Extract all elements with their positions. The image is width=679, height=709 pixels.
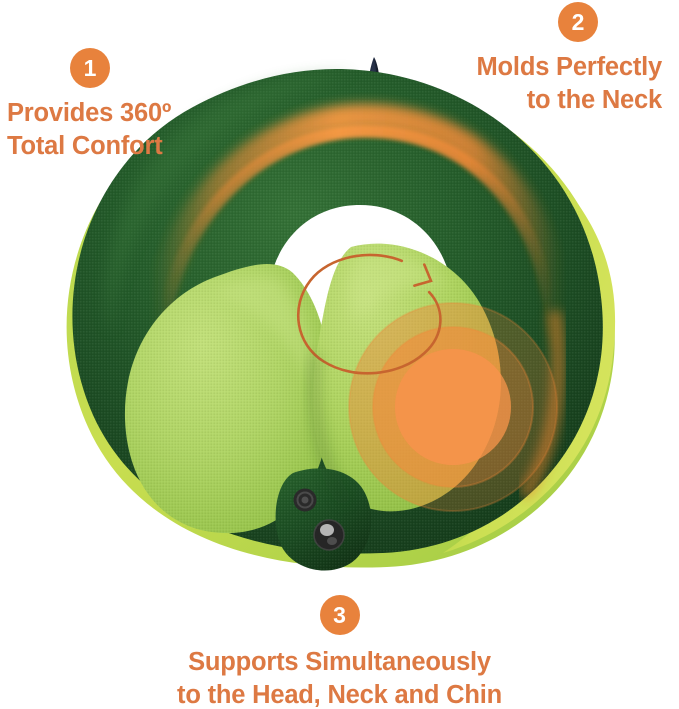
callout-1-badge: 1 [70,48,110,88]
callout-3-line-2: to the Head, Neck and Chin [177,681,502,709]
callout-2: 2 Molds Perfectly to the Neck [411,2,671,117]
callout-2-badge: 2 [558,2,598,42]
callout-3: 3 Supports Simultaneously to the Head, N… [0,595,679,709]
clasp-tab [275,468,372,571]
callout-1: 1 Provides 360º Total Confort [4,48,254,163]
callout-1-text: Provides 360º Total Confort [4,97,171,163]
callout-3-text: Supports Simultaneously to the Head, Nec… [177,646,502,709]
product-photo-neck-pillow [35,55,655,585]
callout-1-line-2: Total Confort [7,132,163,161]
callout-1-line-1: Provides 360º [7,99,172,127]
snap-button-large [313,519,345,551]
snap-button-small [293,488,317,512]
callout-3-badge: 3 [319,595,360,635]
callout-3-line-1: Supports Simultaneously [188,648,491,676]
rotation-arrow-360 [297,253,442,375]
callout-2-line-2: to the Neck [526,86,662,115]
callout-2-text: Molds Perfectly to the Neck [477,51,671,117]
callout-2-line-1: Molds Perfectly [476,53,663,81]
